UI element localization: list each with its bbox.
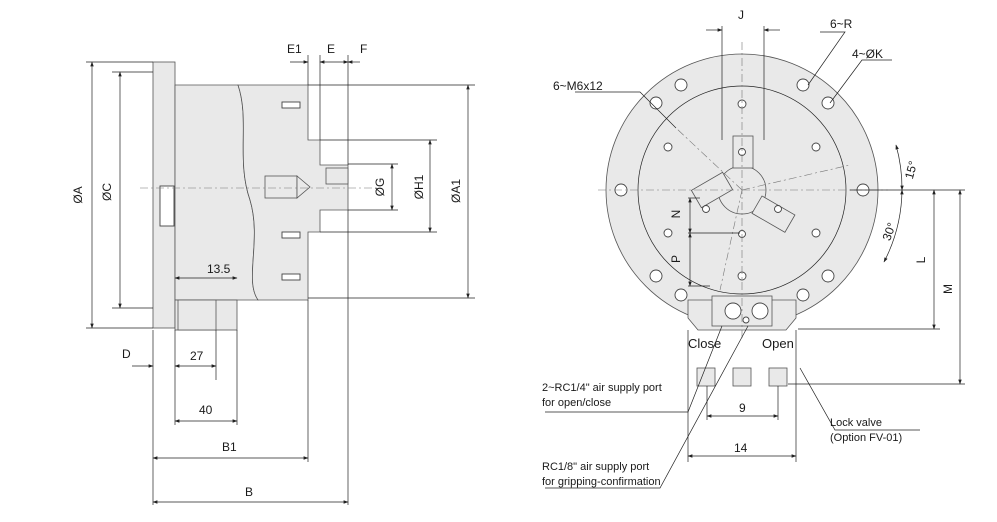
hole-r-10 <box>674 288 688 302</box>
label-lock-valve-line1: Lock valve <box>830 417 882 429</box>
front-port-close <box>724 302 742 320</box>
hole-m6-5 <box>663 228 673 238</box>
dim-b1: B1 <box>222 440 237 454</box>
hole-r-6 <box>674 78 688 92</box>
hole-m6-8 <box>774 205 782 213</box>
lock-valve-1 <box>696 367 716 387</box>
dim-l: L <box>914 256 928 263</box>
dim-m: M <box>941 284 955 294</box>
hole-r-7 <box>649 96 663 110</box>
hole-r-4 <box>821 269 835 283</box>
hole-m6-3 <box>811 228 821 238</box>
side-screw-3 <box>281 273 301 281</box>
dim-b: B <box>245 485 253 499</box>
label-air-port-line2: for open/close <box>542 397 611 409</box>
dim-15deg: 15° <box>902 159 920 180</box>
hole-r-5 <box>796 288 810 302</box>
label-grip-port-line1: RC1/8" air supply port <box>542 461 649 473</box>
label-lock-valve-line2: (Option FV-01) <box>830 432 902 444</box>
dim-p: P <box>669 255 683 263</box>
side-nozzle <box>325 167 349 185</box>
dim-e: E <box>327 42 335 56</box>
dim-27: 27 <box>190 349 204 363</box>
side-port-block <box>177 299 217 331</box>
dim-a: ØA <box>71 186 85 203</box>
label-air-port-line1: 2~RC1/4" air supply port <box>542 382 662 394</box>
dim-n: N <box>669 210 683 219</box>
dim-m6: 6~M6x12 <box>553 79 603 93</box>
side-extension-lines <box>86 55 475 505</box>
hole-r-9 <box>649 269 663 283</box>
dim-40: 40 <box>199 403 213 417</box>
lock-valve-2 <box>732 367 752 387</box>
hole-m6-7 <box>702 205 710 213</box>
side-piston <box>264 175 298 199</box>
inner-holes <box>663 99 821 281</box>
front-view: J 6~R 4~ØK 6~M6x12 15° 30° N P L M 9 14 … <box>542 8 965 489</box>
dim-j: J <box>738 8 744 22</box>
dim-13-5: 13.5 <box>207 262 231 276</box>
front-dimension-lines <box>687 28 962 458</box>
dim-9: 9 <box>739 401 746 415</box>
front-leader-lines <box>545 31 920 489</box>
dim-a1: ØA1 <box>449 179 463 203</box>
front-radial-2 <box>675 127 743 191</box>
dim-30deg: 30° <box>880 221 899 243</box>
dim-6r: 6~R <box>830 17 853 31</box>
front-extension-lines <box>687 26 965 462</box>
dim-c: ØC <box>100 183 114 201</box>
dim-4k: 4~ØK <box>852 47 883 61</box>
hole-m6-6 <box>663 142 673 152</box>
front-port-small <box>742 316 750 324</box>
label-grip-port-line2: for gripping-confirmation <box>542 476 661 488</box>
side-dimension-lines <box>90 60 470 504</box>
dim-e1: E1 <box>287 42 302 56</box>
hole-r-1 <box>796 78 810 92</box>
side-screw-2 <box>281 231 301 239</box>
side-view: E1 E F ØA ØC ØG ØH1 ØA1 13.5 D 27 40 B1 … <box>71 42 475 505</box>
front-radial-1 <box>741 164 851 191</box>
side-screw-4 <box>159 185 175 227</box>
dim-d: D <box>122 347 131 361</box>
front-radial-3 <box>719 189 743 291</box>
label-open: Open <box>762 336 794 351</box>
hole-m6-2 <box>811 142 821 152</box>
dim-g: ØG <box>373 178 387 197</box>
outer-holes <box>614 78 870 302</box>
hole-r-2 <box>821 96 835 110</box>
side-piston-tip <box>296 175 311 199</box>
label-close: Close <box>688 336 721 351</box>
side-screw-1 <box>281 101 301 109</box>
dim-h1: ØH1 <box>412 174 426 199</box>
dim-14: 14 <box>734 441 748 455</box>
lock-valve-3 <box>768 367 788 387</box>
dim-f: F <box>360 42 367 56</box>
front-port-open <box>751 302 769 320</box>
